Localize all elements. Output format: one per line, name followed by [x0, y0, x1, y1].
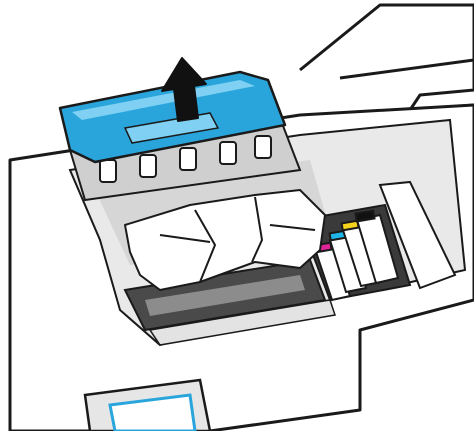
- printer-illustration: [0, 0, 474, 431]
- printer-drawing: [0, 0, 474, 431]
